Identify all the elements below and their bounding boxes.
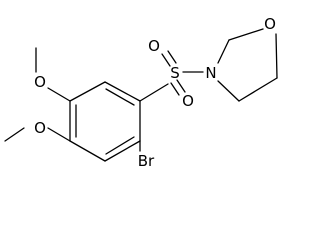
morpholine-bond bbox=[275, 33, 278, 79]
morpholine-bond bbox=[228, 28, 264, 41]
benzene-ring bbox=[69, 81, 141, 162]
s-o-double-bond bbox=[176, 79, 186, 93]
ring-bond bbox=[69, 81, 106, 102]
o-methyl-bond bbox=[4, 127, 25, 142]
ring-bond bbox=[69, 140, 106, 162]
ring-o-bond bbox=[47, 87, 71, 102]
ring-o-bond bbox=[47, 127, 71, 142]
bromine-label: Br bbox=[138, 152, 155, 170]
oxygen-bottom-label: O bbox=[182, 92, 194, 110]
s-o-double-bond bbox=[167, 50, 177, 64]
morpholine-bond bbox=[238, 77, 278, 102]
oxygen-methoxy-lower-label: O bbox=[34, 119, 46, 137]
morpholine-bond bbox=[217, 39, 230, 64]
chemical-structure: O S N O O O O Br bbox=[4, 15, 278, 170]
oxygen-top-label: O bbox=[148, 37, 160, 55]
morpholine-ring bbox=[217, 28, 278, 102]
s-o-double-bond bbox=[170, 82, 180, 96]
ring-double-bond bbox=[105, 88, 135, 106]
ring-bond bbox=[104, 81, 141, 102]
ring-sulfur-bond bbox=[139, 83, 169, 102]
ring-bond bbox=[104, 140, 141, 162]
sulfonyl-group bbox=[161, 50, 204, 96]
nitrogen-label: N bbox=[205, 64, 216, 82]
s-o-double-bond bbox=[161, 53, 171, 67]
ring-double-bond bbox=[105, 136, 135, 155]
methoxy-groups bbox=[4, 47, 71, 142]
oxygen-methoxy-upper-label: O bbox=[34, 73, 46, 91]
sulfur-label: S bbox=[170, 64, 180, 82]
morpholine-bond bbox=[217, 80, 240, 102]
oxygen-morpholine-label: O bbox=[264, 15, 276, 33]
